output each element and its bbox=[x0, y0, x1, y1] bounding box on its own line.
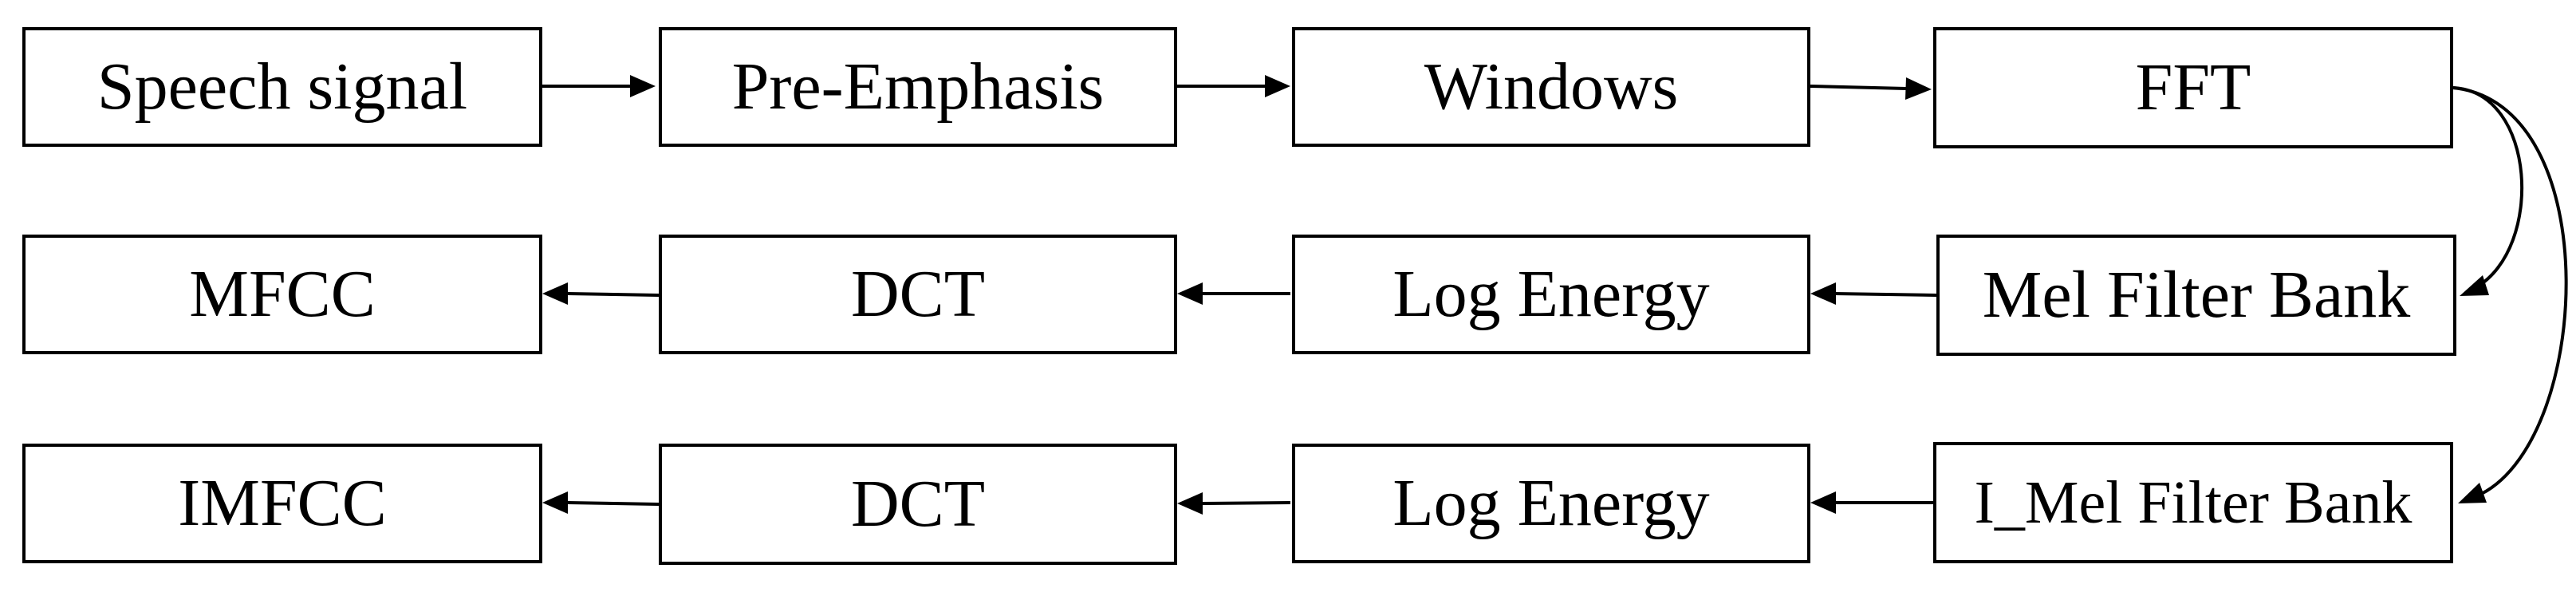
arrow-preemphasis-to-windows bbox=[1177, 75, 1290, 97]
pre-emphasis-box: Pre-Emphasis bbox=[659, 27, 1177, 147]
arrow-fft-to-i-mel-filter-bank bbox=[2452, 86, 2568, 503]
arrow-log-energy-to-dct-2 bbox=[1177, 492, 1291, 515]
windows-box: Windows bbox=[1292, 27, 1810, 147]
log-energy-box-row3: Log Energy bbox=[1292, 444, 1810, 563]
mfcc-box: MFCC bbox=[22, 235, 542, 354]
fft-box: FFT bbox=[1933, 27, 2453, 148]
arrow-mel-to-log-energy bbox=[1810, 282, 1937, 305]
imfcc-box: IMFCC bbox=[22, 444, 542, 563]
arrow-windows-to-fft bbox=[1810, 77, 1932, 100]
dct-box-row3: DCT bbox=[659, 444, 1177, 565]
i-mel-filter-bank-box: I_Mel Filter Bank bbox=[1933, 442, 2453, 563]
speech-signal-box: Speech signal bbox=[22, 27, 542, 147]
dct-box-row2: DCT bbox=[659, 235, 1177, 354]
arrow-log-energy-to-dct bbox=[1177, 282, 1290, 305]
mel-filter-bank-box: Mel Filter Bank bbox=[1936, 235, 2456, 356]
arrow-i-mel-to-log-energy bbox=[1810, 491, 1933, 514]
arrow-dct-to-mfcc bbox=[542, 282, 660, 305]
arrow-fft-to-mel-filter-bank bbox=[2452, 86, 2524, 296]
log-energy-box-row2: Log Energy bbox=[1292, 235, 1810, 354]
arrow-speech-to-preemphasis bbox=[542, 75, 656, 97]
arrow-dct-to-imfcc bbox=[542, 491, 660, 514]
